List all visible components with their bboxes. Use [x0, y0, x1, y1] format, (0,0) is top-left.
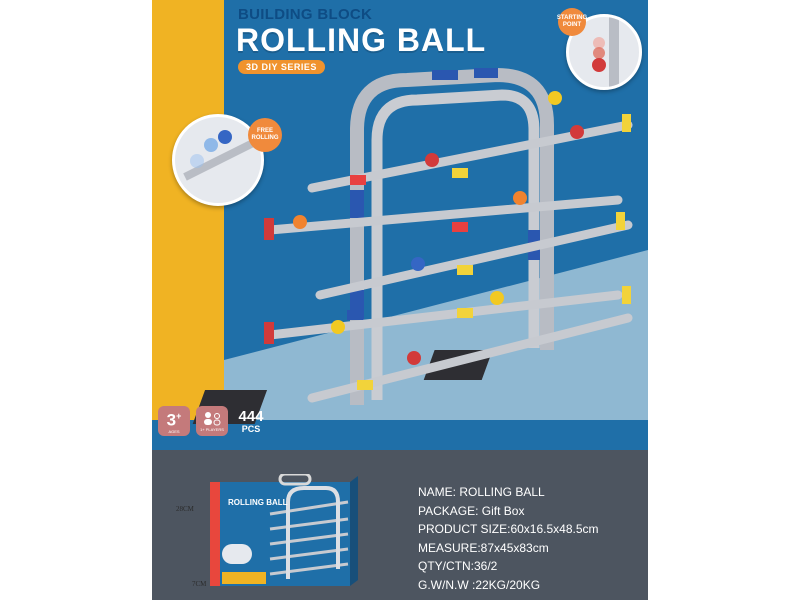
spec-weight: G.W/N.W :22KG/20KG: [418, 577, 541, 592]
age-plus: +: [176, 411, 182, 422]
age-badge: 3+ AGES: [158, 406, 190, 436]
starting-point-label: STARTING POINT: [557, 8, 587, 36]
headline-title: ROLLING BALL: [236, 22, 487, 58]
players-icon: [204, 411, 221, 425]
headline: BUILDING BLOCK ROLLING BALL 3D DIY SERIE…: [236, 6, 486, 75]
headline-subtitle: BUILDING BLOCK: [238, 6, 373, 23]
rolling-ball-toy-illustration: [192, 67, 633, 424]
spec-package: PACKAGE: Gift Box: [418, 503, 525, 518]
spec-list: NAME: ROLLING BALL PACKAGE: Gift Box PRO…: [418, 483, 599, 594]
gift-box-image: [210, 474, 358, 586]
free-rolling-illustration: [183, 130, 261, 181]
spec-product-size: PRODUCT SIZE:60x16.5x48.5cm: [418, 522, 599, 536]
yellow-band: [152, 0, 224, 420]
spec-name: NAME: ROLLING BALL: [418, 485, 545, 499]
pieces-value: 444: [238, 407, 264, 425]
starting-point-illustration: [592, 17, 619, 87]
info-panel: 28CM 7CM 39CM ROLLING BALL NAME: ROLLING…: [152, 450, 648, 600]
gift-box-title: ROLLING BALL: [228, 498, 288, 507]
feature-badges: 3+ AGES 1+ PLAYERS 444 PCS: [158, 406, 268, 436]
pieces-badge: 444 PCS: [234, 406, 268, 436]
age-value: 3: [166, 410, 177, 430]
product-poster: BUILDING BLOCK ROLLING BALL 3D DIY SERIE…: [152, 0, 648, 600]
age-label: AGES: [168, 428, 180, 434]
box-height-label: 28CM: [176, 505, 194, 513]
box-depth-label: 7CM: [192, 580, 207, 588]
pieces-label: PCS: [241, 423, 261, 434]
players-badge: 1+ PLAYERS: [196, 406, 228, 436]
players-label: 1+ PLAYERS: [200, 426, 224, 432]
spec-qty-ctn: QTY/CTN:36/2: [418, 559, 498, 573]
series-badge: 3D DIY SERIES: [238, 60, 325, 74]
spec-measure: MEASURE:87x45x83cm: [418, 540, 549, 555]
free-rolling-label: FREE ROLLING: [248, 118, 282, 152]
